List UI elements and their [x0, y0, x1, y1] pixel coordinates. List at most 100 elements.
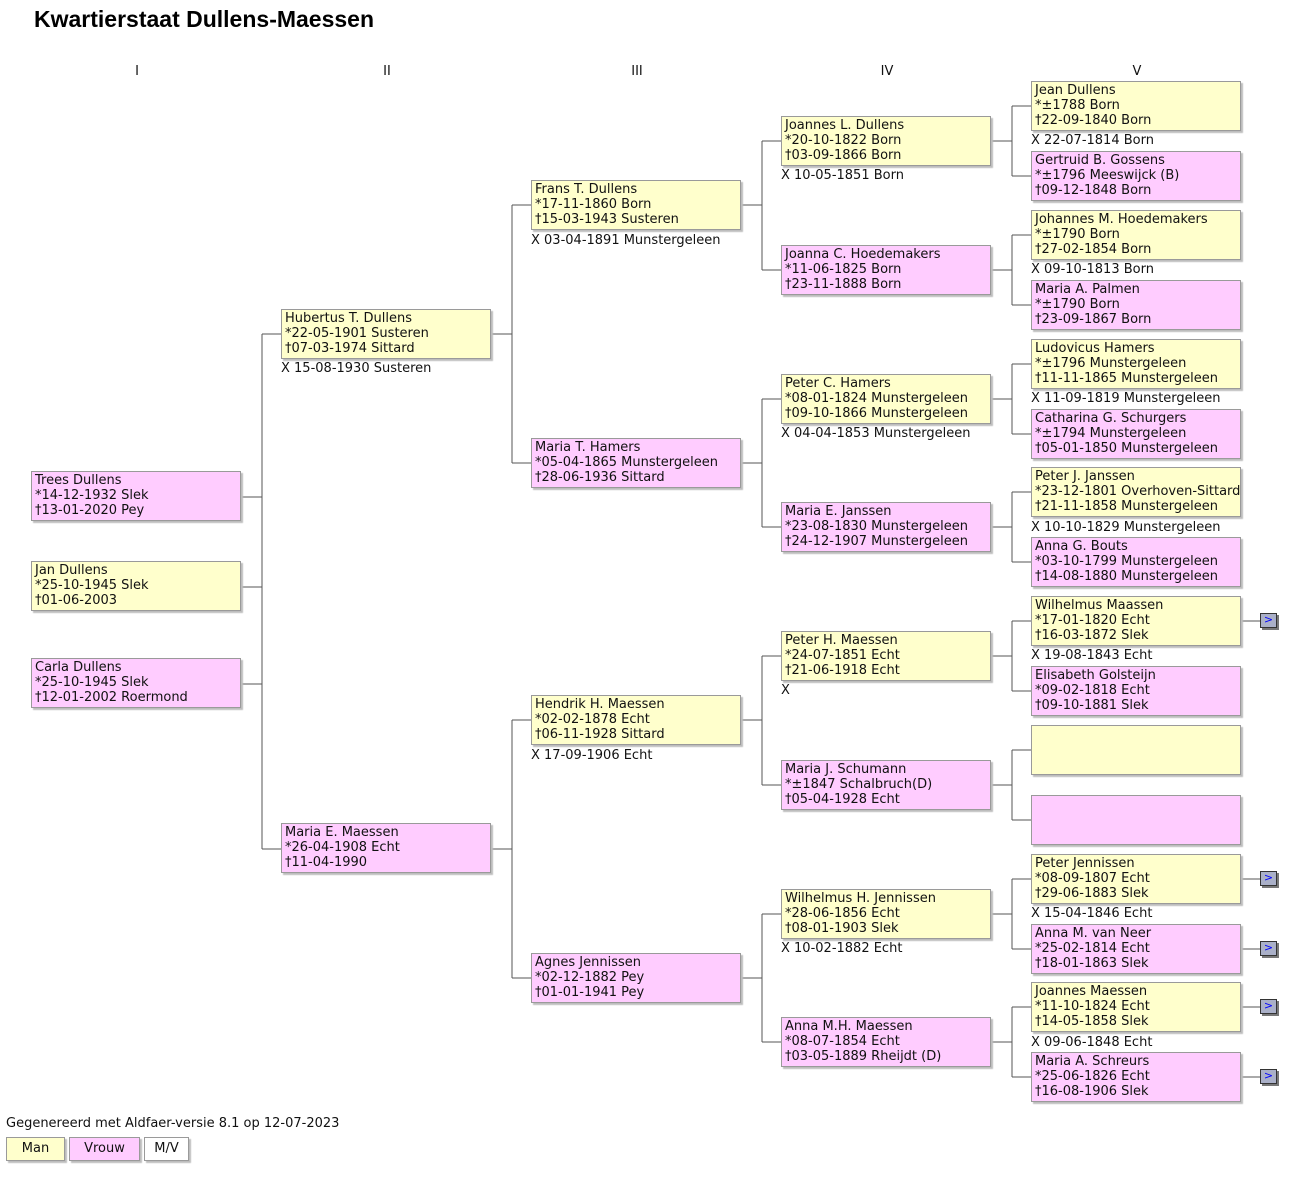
person-death: †03-09-1866 Born [785, 148, 902, 163]
person-birth: *25-10-1945 Slek [35, 675, 149, 690]
person-card-agnes-jennissen[interactable]: Agnes Jennissen *02-12-1882 Pey †01-01-1… [531, 953, 741, 1003]
person-death: †08-01-1903 Slek [785, 921, 899, 936]
marriage-info: X 15-04-1846 Echt [1031, 906, 1153, 921]
expand-ancestors-button[interactable]: > [1260, 871, 1277, 886]
person-death: †24-12-1907 Munstergeleen [785, 534, 968, 549]
generation-header-1: I [135, 64, 139, 79]
person-birth: *±1790 Born [1035, 297, 1120, 312]
person-death: †28-06-1936 Sittard [535, 470, 665, 485]
person-birth: *05-04-1865 Munstergeleen [535, 455, 718, 470]
generation-header-5: V [1132, 64, 1142, 79]
person-card-anna-van-neer[interactable]: Anna M. van Neer *25-02-1814 Echt †18-01… [1031, 924, 1241, 974]
person-name: Peter Jennissen [1035, 856, 1135, 871]
marriage-info: X [781, 683, 790, 698]
person-card-anna-bouts[interactable]: Anna G. Bouts *03-10-1799 Munstergeleen … [1031, 537, 1241, 587]
expand-ancestors-button[interactable]: > [1260, 999, 1277, 1014]
person-card-frans-dullens[interactable]: Frans T. Dullens *17-11-1860 Born †15-03… [531, 180, 741, 230]
marriage-info: X 15-08-1930 Susteren [281, 361, 432, 376]
person-card-trees-dullens[interactable]: Trees Dullens *14-12-1932 Slek †13-01-20… [31, 471, 241, 521]
person-card-carla-dullens[interactable]: Carla Dullens *25-10-1945 Slek †12-01-20… [31, 658, 241, 708]
person-card-maria-maessen[interactable]: Maria E. Maessen *26-04-1908 Echt †11-04… [281, 823, 491, 873]
person-card-jan-dullens[interactable]: Jan Dullens *25-10-1945 Slek †01-06-2003 [31, 561, 241, 611]
person-name: Wilhelmus Maassen [1035, 598, 1164, 613]
person-birth: *03-10-1799 Munstergeleen [1035, 554, 1218, 569]
person-birth: *11-06-1825 Born [785, 262, 902, 277]
person-name: Maria J. Schumann [785, 762, 907, 777]
person-birth: *±1847 Schalbruch(D) [785, 777, 933, 792]
person-card-peter-janssen[interactable]: Peter J. Janssen *23-12-1801 Overhoven-S… [1031, 467, 1241, 517]
person-death: †23-09-1867 Born [1035, 312, 1152, 327]
expand-ancestors-button[interactable]: > [1260, 1069, 1277, 1084]
marriage-info: X 09-10-1813 Born [1031, 262, 1154, 277]
generation-header-2: II [383, 64, 391, 79]
marriage-info: X 10-02-1882 Echt [781, 941, 903, 956]
person-card-maria-palmen[interactable]: Maria A. Palmen *±1790 Born †23-09-1867 … [1031, 280, 1241, 330]
person-death: †01-01-1941 Pey [535, 985, 645, 1000]
person-card-gertruid-gossens[interactable]: Gertruid B. Gossens *±1796 Meeswijck (B)… [1031, 151, 1241, 201]
person-card-ludovicus-hamers[interactable]: Ludovicus Hamers *±1796 Munstergeleen †1… [1031, 339, 1241, 389]
person-birth: *20-10-1822 Born [785, 133, 902, 148]
person-death: †09-12-1848 Born [1035, 183, 1152, 198]
generation-header-3: III [631, 64, 643, 79]
person-card-maria-hamers[interactable]: Maria T. Hamers *05-04-1865 Munstergelee… [531, 438, 741, 488]
person-name: Johannes M. Hoedemakers [1035, 212, 1208, 227]
person-name: Agnes Jennissen [535, 955, 641, 970]
person-birth: *14-12-1932 Slek [35, 488, 149, 503]
expand-ancestors-button[interactable]: > [1260, 941, 1277, 956]
marriage-info: X 17-09-1906 Echt [531, 748, 653, 763]
person-death: †03-05-1889 Rheijdt (D) [785, 1049, 942, 1064]
person-death: †11-11-1865 Munstergeleen [1035, 371, 1218, 386]
person-birth: *±1788 Born [1035, 98, 1120, 113]
person-card-wilhelmus-maassen[interactable]: Wilhelmus Maassen *17-01-1820 Echt †16-0… [1031, 596, 1241, 646]
person-death: †16-08-1906 Slek [1035, 1084, 1149, 1099]
legend-mv: M/V [144, 1137, 189, 1161]
expand-ancestors-button[interactable]: > [1260, 613, 1277, 628]
person-card-maria-schreurs[interactable]: Maria A. Schreurs *25-06-1826 Echt †16-0… [1031, 1052, 1241, 1102]
person-card-peter-jennissen[interactable]: Peter Jennissen *08-09-1807 Echt †29-06-… [1031, 854, 1241, 904]
person-name: Elisabeth Golsteijn [1035, 668, 1156, 683]
person-name: Hubertus T. Dullens [285, 311, 412, 326]
marriage-info: X 04-04-1853 Munstergeleen [781, 426, 971, 441]
person-death: †09-10-1866 Munstergeleen [785, 406, 968, 421]
person-card-empty-father[interactable] [1031, 725, 1241, 775]
person-birth: *23-08-1830 Munstergeleen [785, 519, 968, 534]
person-name: Jean Dullens [1035, 83, 1116, 98]
person-card-anna-maessen[interactable]: Anna M.H. Maessen *08-07-1854 Echt †03-0… [781, 1017, 991, 1067]
person-card-empty-mother[interactable] [1031, 795, 1241, 845]
person-death: †29-06-1883 Slek [1035, 886, 1149, 901]
person-card-wilhelmus-jennissen[interactable]: Wilhelmus H. Jennissen *28-06-1856 Echt … [781, 889, 991, 939]
person-card-joannes-maessen[interactable]: Joannes Maessen *11-10-1824 Echt †14-05-… [1031, 982, 1241, 1032]
person-card-jean-dullens[interactable]: Jean Dullens *±1788 Born †22-09-1840 Bor… [1031, 81, 1241, 131]
person-name: Maria T. Hamers [535, 440, 641, 455]
person-card-hubertus-dullens[interactable]: Hubertus T. Dullens *22-05-1901 Susteren… [281, 309, 491, 359]
person-death: †23-11-1888 Born [785, 277, 902, 292]
person-card-peter-hamers[interactable]: Peter C. Hamers *08-01-1824 Munstergelee… [781, 374, 991, 424]
marriage-info: X 19-08-1843 Echt [1031, 648, 1153, 663]
person-birth: *28-06-1856 Echt [785, 906, 900, 921]
person-card-catharina-schurgers[interactable]: Catharina G. Schurgers *±1794 Munstergel… [1031, 409, 1241, 459]
person-name: Anna G. Bouts [1035, 539, 1128, 554]
person-death: †07-03-1974 Sittard [285, 341, 415, 356]
person-birth: *25-10-1945 Slek [35, 578, 149, 593]
marriage-info: X 11-09-1819 Munstergeleen [1031, 391, 1221, 406]
marriage-info: X 10-05-1851 Born [781, 168, 904, 183]
person-card-joanna-hoedemakers[interactable]: Joanna C. Hoedemakers *11-06-1825 Born †… [781, 245, 991, 295]
person-card-maria-schumann[interactable]: Maria J. Schumann *±1847 Schalbruch(D) †… [781, 760, 991, 810]
person-birth: *±1794 Munstergeleen [1035, 426, 1187, 441]
person-death: †22-09-1840 Born [1035, 113, 1152, 128]
person-birth: *±1796 Munstergeleen [1035, 356, 1187, 371]
person-death: †05-01-1850 Munstergeleen [1035, 441, 1218, 456]
person-death: †14-05-1858 Slek [1035, 1014, 1149, 1029]
person-death: †21-11-1858 Munstergeleen [1035, 499, 1218, 514]
person-card-johannes-hoedemakers[interactable]: Johannes M. Hoedemakers *±1790 Born †27-… [1031, 210, 1241, 260]
person-death: †16-03-1872 Slek [1035, 628, 1149, 643]
marriage-info: X 03-04-1891 Munstergeleen [531, 233, 721, 248]
person-card-elisabeth-golsteijn[interactable]: Elisabeth Golsteijn *09-02-1818 Echt †09… [1031, 666, 1241, 716]
person-death: †14-08-1880 Munstergeleen [1035, 569, 1218, 584]
person-card-peter-maessen[interactable]: Peter H. Maessen *24-07-1851 Echt †21-06… [781, 631, 991, 681]
person-card-hendrik-maessen[interactable]: Hendrik H. Maessen *02-02-1878 Echt †06-… [531, 695, 741, 745]
person-card-maria-janssen[interactable]: Maria E. Janssen *23-08-1830 Munstergele… [781, 502, 991, 552]
person-card-joannes-dullens[interactable]: Joannes L. Dullens *20-10-1822 Born †03-… [781, 116, 991, 166]
person-name: Joannes Maessen [1035, 984, 1148, 999]
